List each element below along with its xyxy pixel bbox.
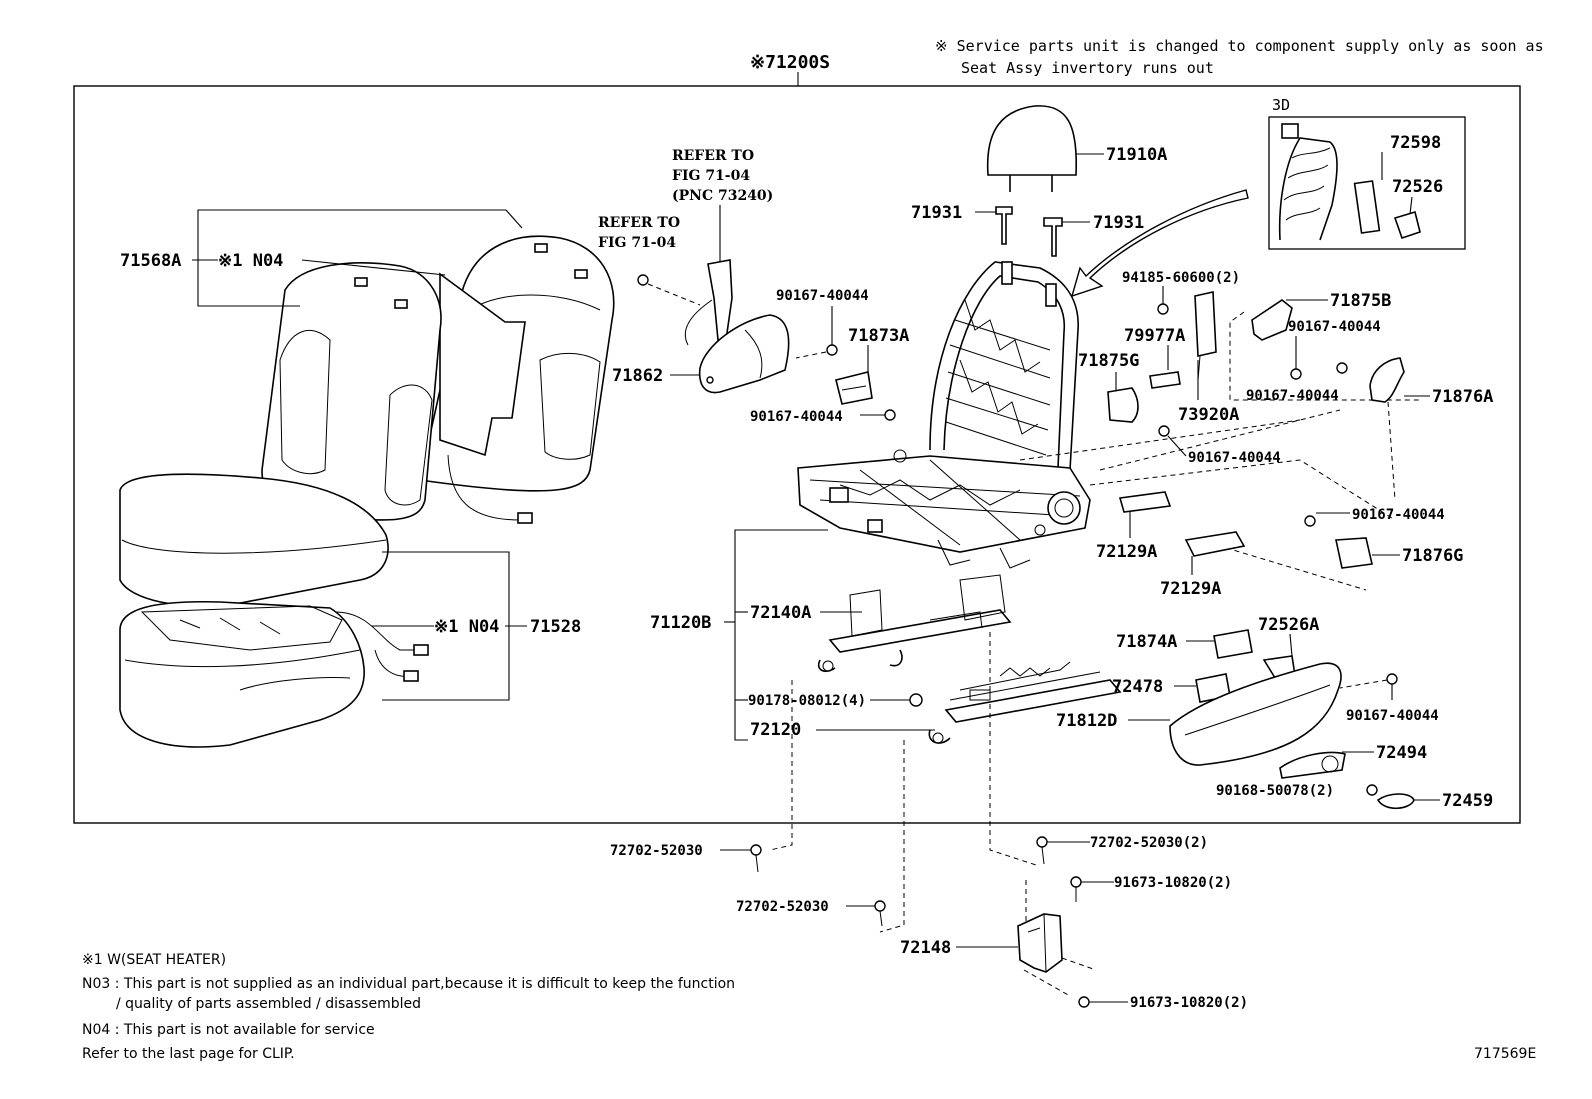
part-label-72120: 72120 [750, 720, 801, 740]
inset-arrow [1070, 189, 1249, 298]
cover-71875B [1251, 299, 1293, 341]
part-label-90167-g: 90167-40044 [1346, 708, 1439, 724]
part-label-72526: 72526 [1392, 177, 1443, 197]
part-label-72129A-upper: 72129A [1096, 542, 1157, 562]
footnote-n04: N04 : This part is not available for ser… [82, 1022, 375, 1038]
footnote-n03: N03 : This part is not supplied as an in… [82, 976, 735, 992]
assembly-label: ※71200S [750, 52, 830, 73]
reference-2-line1: REFER TO [598, 215, 680, 231]
part-label-72702-a: 72702-52030 [610, 843, 703, 859]
header-note-line2: Seat Assy invertory runs out [961, 59, 1214, 77]
part-label-72598: 72598 [1390, 133, 1441, 153]
seat-frame-drawing [797, 261, 1091, 569]
part-label-71876G: 71876G [1402, 546, 1463, 566]
part-label-90167-d: 90167-40044 [1188, 450, 1281, 466]
part-label-72526A: 72526A [1258, 615, 1319, 635]
footnote-n03-cont: / quality of parts assembled / disassemb… [116, 996, 421, 1012]
reference-1-line1: REFER TO [672, 148, 754, 164]
part-label-n04-bottom: ※1 N04 [434, 617, 499, 637]
reference-1-line3: (PNC 73240) [672, 188, 773, 204]
bracket-71873A-drawing [835, 371, 873, 405]
part-label-n04-top: ※1 N04 [218, 251, 283, 271]
part-label-71120B: 71120B [650, 613, 711, 633]
part-label-71812D: 71812D [1056, 711, 1117, 731]
part-label-71568A: 71568A [120, 251, 181, 271]
part-label-72129A-lower: 72129A [1160, 579, 1221, 599]
part-label-72459: 72459 [1442, 791, 1493, 811]
inset-box [1268, 116, 1466, 250]
part-label-71875B: 71875B [1330, 291, 1391, 311]
shield-71812D [1169, 662, 1342, 766]
cover-72129A-upper [1118, 491, 1172, 513]
part-label-71875G: 71875G [1078, 351, 1139, 371]
figure-id: 717569E [1474, 1046, 1536, 1062]
assembly-frame [73, 85, 1521, 824]
airbag-73920A [1194, 291, 1217, 357]
inset-label: 3D [1272, 96, 1290, 114]
part-label-90167-a: 90167-40044 [776, 288, 869, 304]
part-label-79977A: 79977A [1124, 326, 1185, 346]
cover-71876G [1335, 537, 1373, 569]
part-label-71876A: 71876A [1432, 387, 1493, 407]
cover-71875G [1107, 387, 1139, 423]
bracket-72148 [1017, 913, 1063, 973]
cover-72129A-lower [1184, 531, 1246, 557]
header-note-line1: ※ Service parts unit is changed to compo… [935, 37, 1544, 55]
inset-cover-drawing [1278, 123, 1421, 241]
cover-71876A [1369, 357, 1405, 403]
part-label-90167-e: 90167-40044 [1246, 388, 1339, 404]
part-label-91673-b: 91673-10820(2) [1130, 995, 1248, 1011]
label-79977A [1149, 371, 1181, 389]
part-label-72148: 72148 [900, 938, 951, 958]
part-label-94185: 94185-60600(2) [1122, 270, 1240, 286]
part-label-71910A: 71910A [1106, 145, 1167, 165]
seat-track-drawing [817, 574, 1122, 744]
part-label-71528: 71528 [530, 617, 581, 637]
part-label-72140A: 72140A [750, 603, 811, 623]
reference-2-line2: FIG 71-04 [598, 235, 676, 251]
part-label-71862: 71862 [612, 366, 663, 386]
part-label-90167-c: 90167-40044 [1288, 319, 1381, 335]
part-label-73920A: 73920A [1178, 405, 1239, 425]
reference-1-line2: FIG 71-04 [672, 168, 750, 184]
part-label-90167-b: 90167-40044 [750, 409, 843, 425]
part-label-91673-a: 91673-10820(2) [1114, 875, 1232, 891]
part-label-71874A: 71874A [1116, 632, 1177, 652]
bracket-71874A [1213, 629, 1253, 659]
footnote-seat-heater: ※1 W(SEAT HEATER) [82, 952, 226, 968]
seat-back-cover-drawing [261, 235, 615, 524]
footnote-clip: Refer to the last page for CLIP. [82, 1046, 295, 1062]
part-label-72702-c: 72702-52030 [736, 899, 829, 915]
part-label-90178: 90178-08012(4) [748, 693, 866, 709]
buckle-and-shield-drawing [637, 205, 790, 394]
part-label-90168: 90168-50078(2) [1216, 783, 1334, 799]
part-label-90167-f: 90167-40044 [1352, 507, 1445, 523]
headrest-drawing [986, 105, 1078, 257]
part-label-72702-b: 72702-52030(2) [1090, 835, 1208, 851]
part-label-71873A: 71873A [848, 326, 909, 346]
seat-cushion-drawing [119, 473, 429, 748]
part-label-72478: 72478 [1112, 677, 1163, 697]
part-label-72494: 72494 [1376, 743, 1427, 763]
knob-72459 [1376, 793, 1415, 810]
part-label-71931-right: 71931 [1093, 213, 1144, 233]
knob-72494 [1279, 751, 1346, 779]
part-label-71931-left: 71931 [911, 203, 962, 223]
